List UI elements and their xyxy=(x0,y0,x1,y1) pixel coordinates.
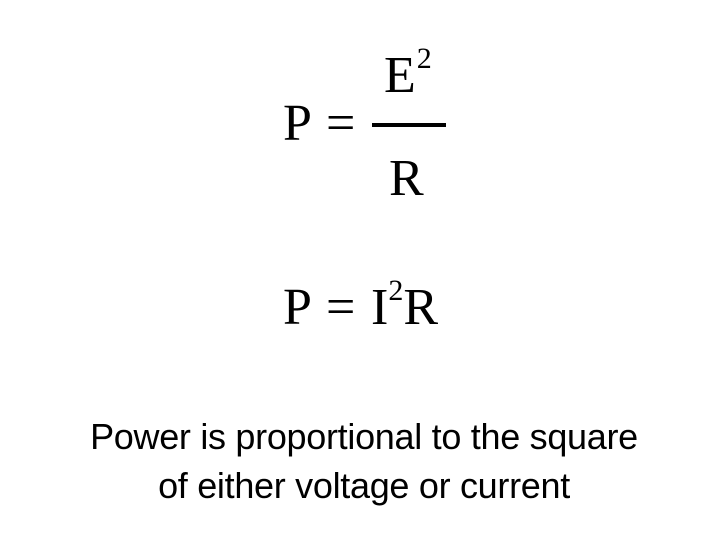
caption-line-1: Power is proportional to the square xyxy=(90,416,638,457)
term2: R xyxy=(403,279,439,336)
fraction-bar xyxy=(372,123,446,127)
fraction-numerator: E2 xyxy=(384,44,432,104)
numerator-exponent: 2 xyxy=(416,42,432,75)
term1-base: I xyxy=(371,279,389,336)
numerator-base: E xyxy=(384,47,416,104)
term1-exponent: 2 xyxy=(388,274,404,307)
eq1-lhs: P xyxy=(283,95,312,152)
caption-line-2: of either voltage or current xyxy=(158,465,570,506)
fraction-denominator: R xyxy=(389,150,424,207)
eq2-lhs: P xyxy=(283,279,312,336)
eq1-equals: = xyxy=(326,95,356,152)
eq2-term1: I2R xyxy=(371,276,439,336)
eq2-equals: = xyxy=(326,279,356,336)
